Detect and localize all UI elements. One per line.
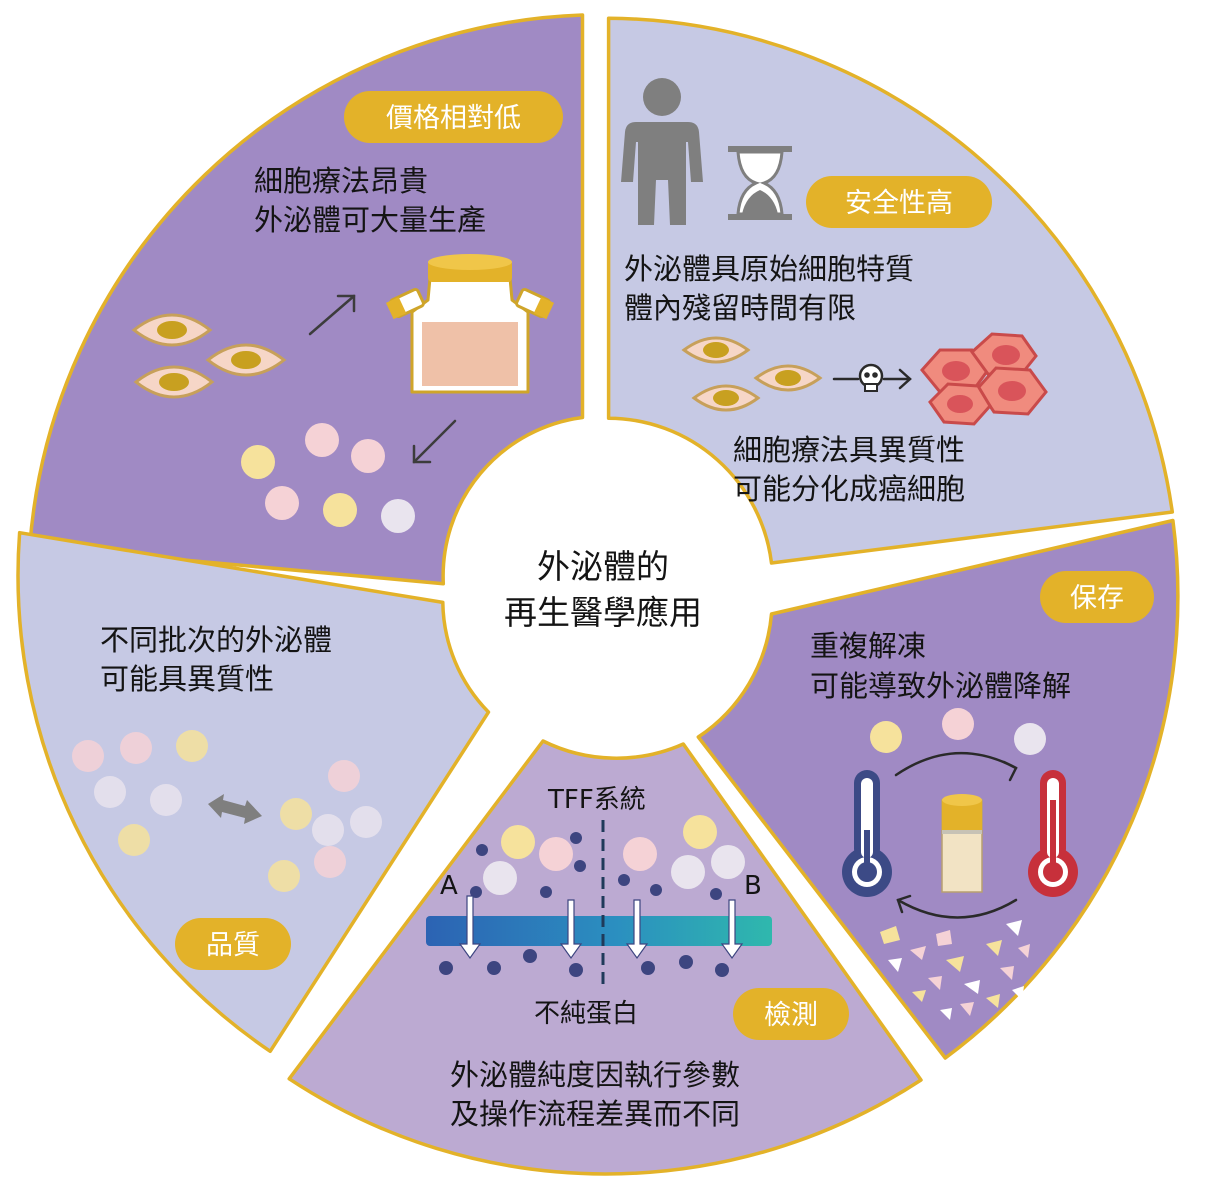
quality-text-line2: 可能具異質性 (100, 662, 274, 696)
arrow-up-right-icon (308, 294, 356, 336)
exosome-vesicles (483, 815, 745, 895)
segment-storage (696, 518, 1180, 1060)
thermometer-hot-icon (1028, 770, 1078, 897)
quality-badge: 品質 (175, 918, 291, 970)
price-badge-label: 價格相對低 (386, 103, 521, 134)
segment-detection (287, 739, 923, 1176)
vial-icon (941, 794, 983, 893)
exosome-vesicles (241, 423, 415, 533)
storage-text-line1: 重複解凍 (810, 629, 926, 663)
impure-protein-label: 不純蛋白 (534, 999, 638, 1029)
detection-badge-label: 檢測 (764, 1000, 818, 1031)
storage-badge-label: 保存 (1070, 583, 1124, 614)
detection-text-line2: 及操作流程差異而不同 (450, 1097, 740, 1131)
storage-badge: 保存 (1040, 571, 1154, 623)
cell-icon (205, 343, 287, 377)
safety-badge-label: 安全性高 (845, 188, 953, 219)
cell-icon (691, 384, 761, 412)
price-text-line2: 外泌體可大量生產 (254, 203, 486, 237)
hourglass-icon (728, 146, 792, 220)
quality-badge-label: 品質 (206, 930, 260, 961)
detection-badge: 檢測 (733, 988, 849, 1040)
double-arrow-icon (208, 794, 262, 824)
center-title-line2: 再生醫學應用 (504, 593, 702, 632)
arrow-down-left-icon (412, 419, 457, 464)
price-text-line1: 細胞療法昂貴 (254, 164, 428, 198)
segment-quality (16, 530, 491, 1054)
safety-text-line1: 外泌體具原始細胞特質 (624, 252, 914, 286)
skull-icon (858, 363, 884, 392)
cell-icon (681, 336, 751, 364)
transform-arrow-icon (832, 368, 912, 390)
tff-system-label: TFF系統 (547, 785, 646, 815)
safety-text-line4: 可能分化成癌細胞 (733, 472, 965, 506)
safety-text-line3: 細胞療法具異質性 (733, 433, 965, 467)
center-title-line1: 外泌體的 (537, 547, 669, 586)
side-b-label: B (744, 871, 762, 901)
price-badge: 價格相對低 (344, 91, 563, 143)
cell-icon (133, 365, 215, 399)
segment-price (28, 13, 585, 586)
safety-badge: 安全性高 (806, 176, 992, 228)
protein-dots (439, 832, 729, 977)
cycle-arrow-icon (894, 751, 1018, 919)
safety-text-line2: 體內殘留時間有限 (624, 291, 856, 325)
thermometer-cold-icon (842, 770, 892, 897)
person-icon (621, 78, 703, 225)
detection-text-line1: 外泌體純度因執行參數 (450, 1058, 740, 1092)
bioreactor-flask-icon (385, 254, 555, 394)
degraded-fragments (880, 920, 1030, 1020)
quality-text-line1: 不同批次的外泌體 (100, 623, 332, 657)
storage-text-line2: 可能導致外泌體降解 (810, 669, 1071, 703)
cancer-cell-cluster-icon (920, 332, 1048, 426)
cell-icon (753, 364, 823, 392)
center-circle: 外泌體的 再生醫學應用 (453, 435, 753, 735)
exosome-vesicles (72, 730, 382, 892)
flow-arrow-icon (458, 895, 744, 960)
exosome-vesicles (870, 708, 1046, 755)
cell-icon (131, 313, 213, 347)
filtration-membrane (426, 916, 772, 946)
side-a-label: A (440, 871, 458, 901)
